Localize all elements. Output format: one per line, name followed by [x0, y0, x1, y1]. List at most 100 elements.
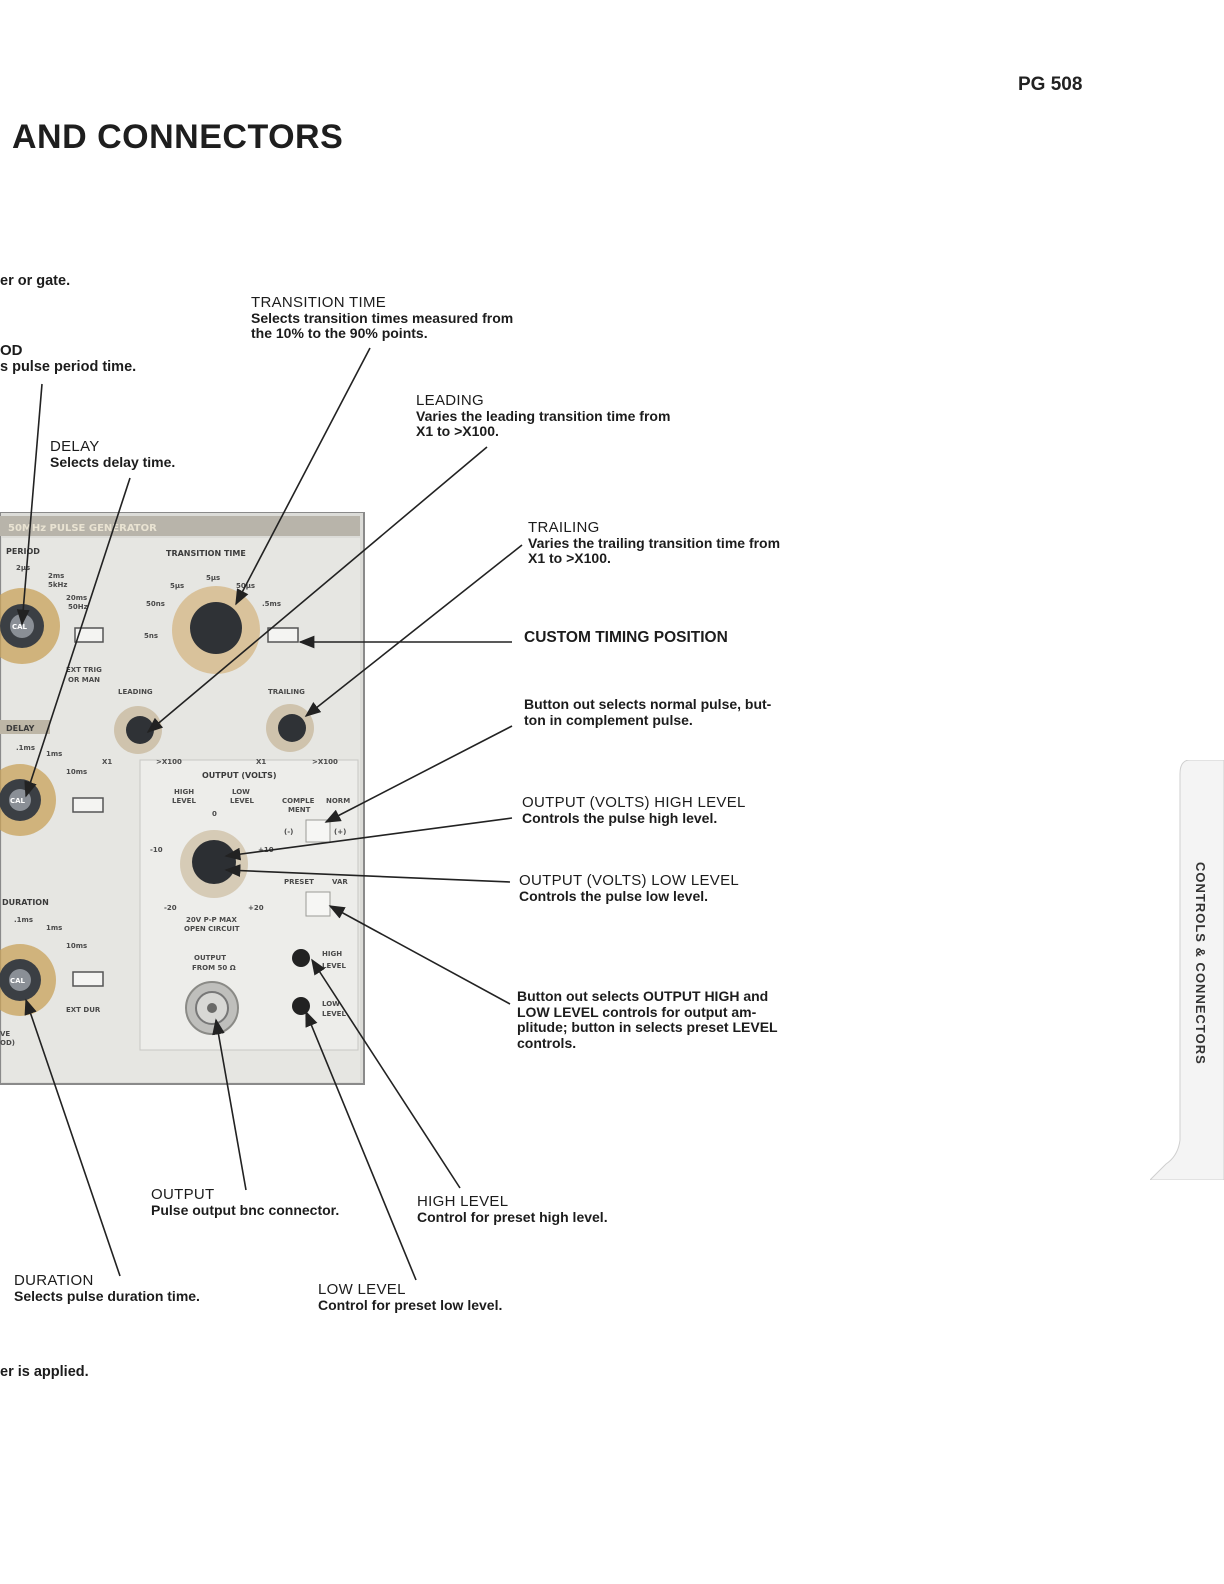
panel-label-high-lvl: HIGH [322, 950, 342, 958]
panel-label-var: VAR [332, 878, 348, 886]
leader-complement [324, 725, 513, 823]
section-tab-shape [1150, 760, 1224, 1180]
panel-label-5ns: 5ns [144, 632, 158, 640]
panel-label-2ms: 2ms [48, 572, 64, 580]
panel-label-delay: DELAY [6, 724, 35, 733]
callout-desc: Control for preset low level. [318, 1296, 503, 1313]
callout-desc: Selects pulse duration time. [14, 1287, 200, 1304]
panel-label-leading: LEADING [118, 688, 153, 696]
panel-label-preset: PRESET [284, 878, 314, 886]
callout-desc: Controls the pulse high level. [522, 809, 718, 826]
callout-desc: Pulse output bnc connector. [151, 1201, 340, 1218]
panel-label-x100-a: >X100 [156, 758, 182, 766]
callout-duration: DURATION Selects pulse duration time. [14, 1273, 200, 1304]
callout-desc: Selects transition times measured from [251, 309, 514, 326]
panel-label-dur-1ms-b: 1ms [46, 924, 62, 932]
panel-label-2us: 2µs [16, 564, 30, 572]
panel-label-duration: DURATION [2, 898, 49, 907]
callout-low-level: LOW LEVEL Control for preset low level. [318, 1282, 502, 1313]
panel-label-transition-time: TRANSITION TIME [166, 549, 246, 558]
callout-preset: Button out selects OUTPUT HIGH and LOW L… [517, 988, 807, 1051]
panel-label-level-1: LEVEL [172, 797, 196, 805]
panel-label-ext-trig: EXT TRIG [66, 666, 102, 674]
fragment-bottom: er is applied. [0, 1364, 89, 1380]
panel-label-delay-10ms: 10ms [66, 768, 87, 776]
leader-leading [146, 446, 488, 734]
panel-label-dur-10ms: 10ms [66, 942, 87, 950]
period-window [74, 627, 104, 643]
panel-label-output: OUTPUT [194, 954, 226, 962]
callout-title: DELAY [50, 438, 100, 455]
high-level-control[interactable] [292, 949, 310, 967]
panel-label-plus: (+) [334, 828, 346, 836]
transition-time-knob[interactable] [190, 602, 242, 654]
delay-cal-label: CAL [10, 797, 26, 805]
complement-button[interactable] [305, 819, 331, 843]
leader-low-level [305, 1010, 417, 1281]
panel-label-p20: +20 [248, 904, 264, 912]
callout-complement: Button out selects normal pulse, but- to… [524, 696, 772, 728]
fragment-top: er or gate. [0, 273, 71, 289]
callout-desc: Varies the leading transition time from [416, 407, 671, 424]
panel-label-output-volts: OUTPUT (VOLTS) [202, 771, 277, 780]
panel-label-50ns: 50ns [146, 600, 165, 608]
leader-transition-time [235, 347, 371, 606]
callout-high-level: HIGH LEVEL Control for preset high level… [417, 1194, 608, 1225]
panel-label-5us-a: 5µs [170, 582, 184, 590]
panel-label-lvl-a: LEVEL [322, 962, 346, 970]
panel-label-m20: -20 [164, 904, 177, 912]
callout-desc: X1 to >X100. [528, 550, 611, 566]
leader-preset [328, 905, 511, 1005]
callout-desc: Control for preset high level. [417, 1208, 608, 1225]
panel-label-x1-a: X1 [102, 758, 112, 766]
callout-desc: the 10% to the 90% points. [251, 325, 428, 341]
section-tab-label: CONTROLS & CONNECTORS [1193, 862, 1208, 1065]
callout-output: OUTPUT Pulse output bnc connector. [151, 1187, 339, 1218]
panel-label-open-circuit: OPEN CIRCUIT [184, 925, 240, 933]
panel-label-low: LOW [232, 788, 250, 796]
callout-desc: Controls the pulse low level. [519, 887, 709, 904]
panel-label-ext-dur: EXT DUR [66, 1006, 101, 1014]
panel-label-20ms: 20ms [66, 594, 87, 602]
panel-label-od: OD) [0, 1039, 15, 1047]
panel-label-high: HIGH [174, 788, 194, 796]
callout-desc: controls. [517, 1034, 577, 1051]
callout-title: OUTPUT (VOLTS) LOW LEVEL [519, 872, 740, 889]
callout-desc: ton in complement pulse. [524, 711, 693, 728]
panel-label-pp-max: 20V P-P MAX [186, 916, 237, 924]
low-level-control[interactable] [292, 997, 310, 1015]
panel-label-50hz: 50Hz [68, 603, 88, 611]
callout-desc: plitude; button in selects preset LEVEL [517, 1019, 778, 1035]
callout-trailing: TRAILING Varies the trailing transition … [528, 520, 780, 567]
leader-period [16, 383, 43, 626]
custom-timing-window [267, 627, 299, 643]
panel-label-norm: NORM [326, 797, 350, 805]
panel-label-delay-1ms-b: 1ms [46, 750, 62, 758]
callout-desc: Button out selects normal pulse, but- [524, 696, 772, 712]
callout-title: TRAILING [528, 519, 600, 536]
panel-label-from-50: FROM 50 Ω [192, 964, 236, 972]
preset-var-button[interactable] [305, 891, 331, 917]
delay-window [72, 797, 104, 813]
callout-title: OUTPUT (VOLTS) HIGH LEVEL [522, 794, 746, 811]
panel-label-delay-1ms: .1ms [16, 744, 35, 752]
leader-output-low [224, 864, 511, 883]
panel-label-x100-b: >X100 [312, 758, 338, 766]
duration-window [72, 971, 104, 987]
fragment-period-title: OD [0, 342, 23, 359]
period-cal-label: CAL [12, 623, 28, 631]
model-number: PG 508 [1018, 74, 1083, 95]
front-panel-photo: 50MHz PULSE GENERATOR PERIOD 2µs 2ms 5kH… [0, 512, 365, 1085]
panel-label-lvl-b: LEVEL [322, 1010, 346, 1018]
callout-title: OUTPUT [151, 1186, 215, 1203]
trailing-knob[interactable] [278, 714, 306, 742]
duration-cal-label: CAL [10, 977, 26, 985]
panel-label-trailing: TRAILING [268, 688, 305, 696]
panel-label-5khz: 5kHz [48, 581, 67, 589]
callout-desc: X1 to >X100. [416, 423, 499, 439]
panel-label-ment: MENT [288, 806, 311, 814]
callout-custom-timing: CUSTOM TIMING POSITION [524, 630, 728, 646]
callout-desc: Button out selects OUTPUT HIGH and [517, 988, 769, 1004]
panel-label-zero: 0 [212, 810, 217, 818]
